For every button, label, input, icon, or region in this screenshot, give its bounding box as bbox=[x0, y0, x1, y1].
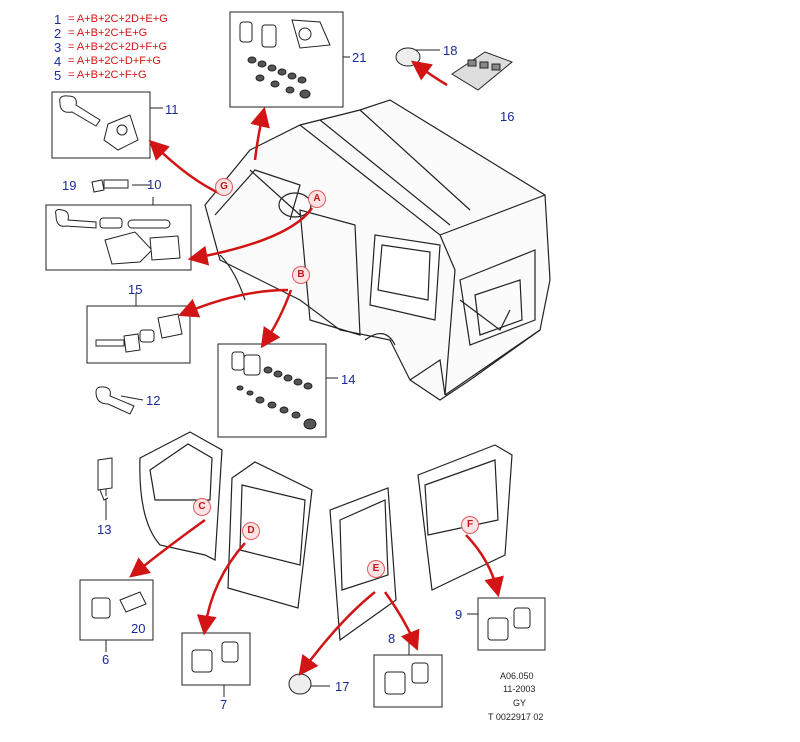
callout-17: 17 bbox=[335, 679, 350, 694]
legend-formula-1: = A+B+2C+2D+E+G bbox=[68, 13, 168, 25]
callout-21: 21 bbox=[352, 50, 367, 65]
diagram-region: GY bbox=[513, 698, 527, 708]
van-body bbox=[204, 99, 551, 401]
legend-number-3: 3 bbox=[54, 40, 62, 55]
callout-15: 15 bbox=[128, 282, 143, 297]
callout-20: 20 bbox=[131, 621, 146, 636]
legend-formula-2: = A+B+2C+E+G bbox=[68, 27, 148, 39]
marker-d: D bbox=[242, 522, 260, 540]
legend-formula-3: = A+B+2C+2D+F+G bbox=[68, 41, 168, 53]
doors bbox=[139, 431, 513, 642]
diagram-drawing-number: T 0022917 02 bbox=[488, 712, 544, 722]
legend-number-4: 4 bbox=[54, 54, 62, 69]
marker-c: C bbox=[193, 498, 211, 516]
callout-12: 12 bbox=[146, 393, 161, 408]
callout-10: 10 bbox=[147, 177, 162, 192]
callout-7: 7 bbox=[220, 697, 228, 712]
legend-number-1: 1 bbox=[54, 12, 62, 27]
legend-number-5: 5 bbox=[54, 68, 62, 83]
legend-formula-4: = A+B+2C+D+F+G bbox=[68, 55, 161, 67]
callout-14: 14 bbox=[341, 372, 356, 387]
callout-19: 19 bbox=[62, 178, 77, 193]
small-parts bbox=[55, 19, 531, 695]
legend-formula-5: = A+B+2C+F+G bbox=[68, 69, 147, 81]
legend-number-2: 2 bbox=[54, 26, 62, 41]
marker-b: B bbox=[292, 266, 310, 284]
callout-9: 9 bbox=[455, 607, 463, 622]
callout-8: 8 bbox=[388, 631, 396, 646]
marker-g: G bbox=[215, 178, 233, 196]
callout-18: 18 bbox=[443, 43, 458, 58]
callout-16: 16 bbox=[500, 109, 515, 124]
diagram-date: 11-2003 bbox=[503, 684, 536, 694]
marker-a: A bbox=[308, 190, 326, 208]
diagram-code: A06.050 bbox=[500, 671, 534, 681]
marker-f: F bbox=[461, 516, 479, 534]
red-arrows bbox=[129, 60, 504, 677]
callout-6: 6 bbox=[102, 652, 110, 667]
marker-e: E bbox=[367, 560, 385, 578]
callout-11: 11 bbox=[165, 102, 179, 117]
callout-13: 13 bbox=[97, 522, 112, 537]
